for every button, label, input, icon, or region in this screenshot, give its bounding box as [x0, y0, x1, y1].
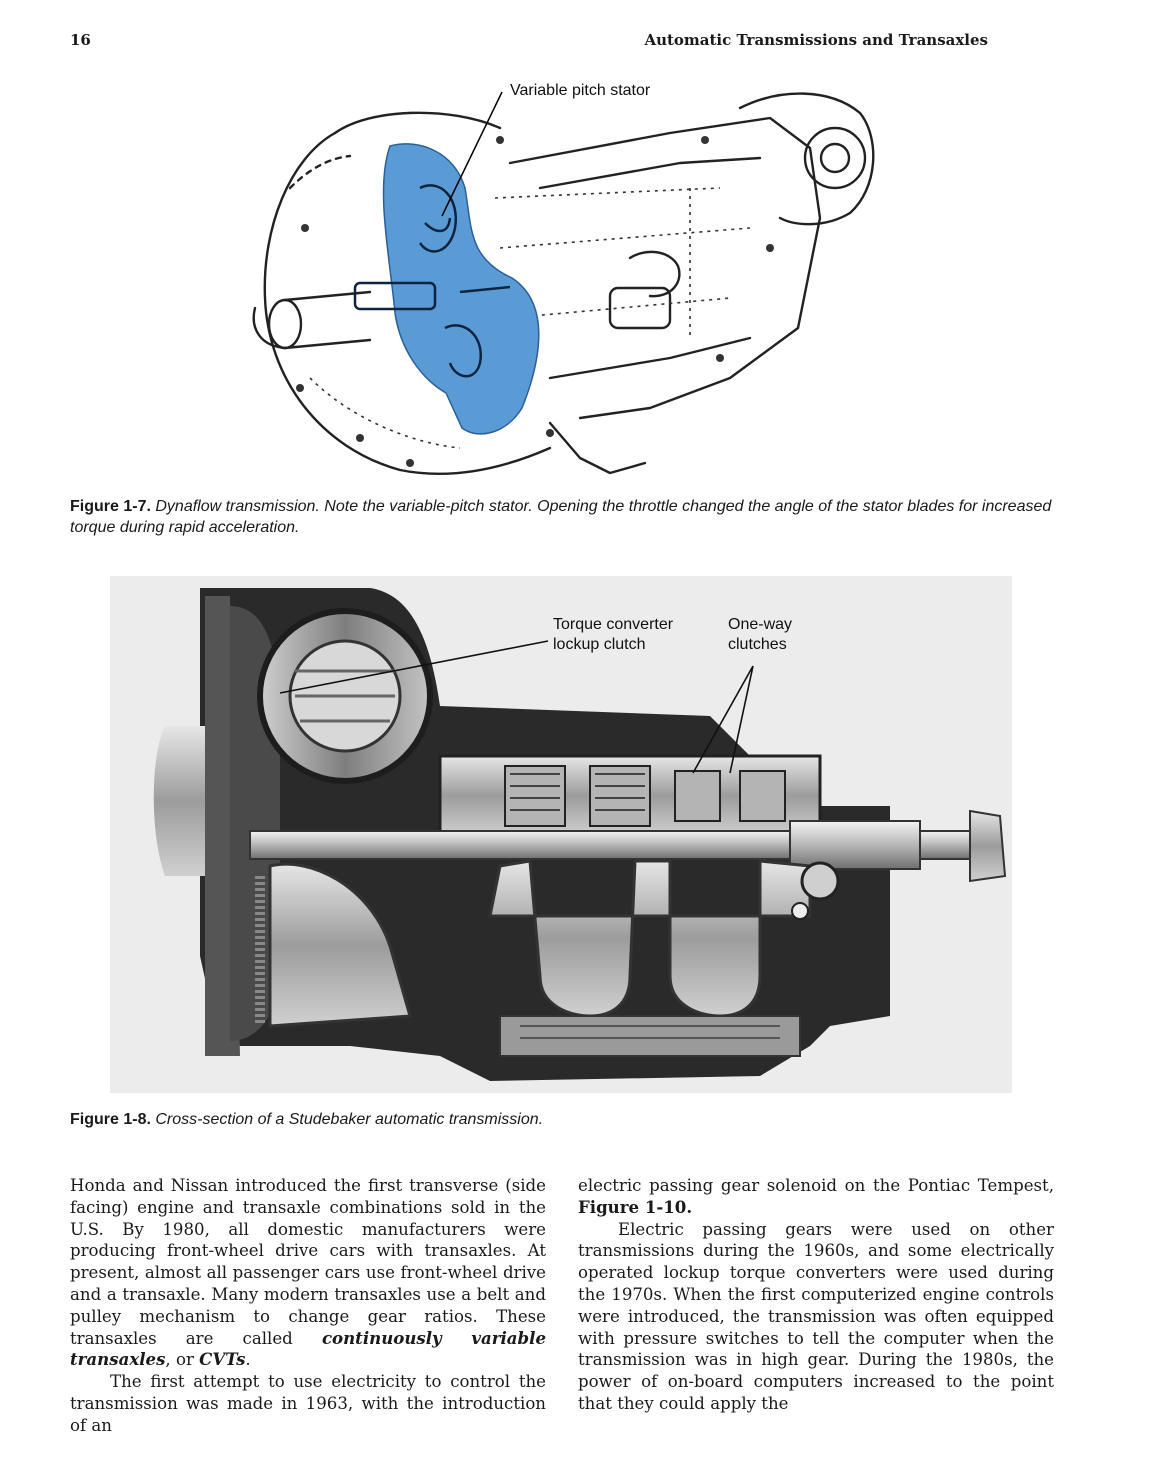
figure-1-10-reference: Figure 1-10.	[578, 1196, 693, 1217]
term-cvts: CVTs	[199, 1349, 246, 1370]
running-head: Automatic Transmissions and Transaxles	[644, 31, 988, 49]
figure-1-8-photo	[110, 576, 1012, 1093]
figure-1-7-caption: Figure 1-7. Dynaflow transmission. Note …	[70, 496, 1055, 538]
paragraph-electric-passing-gears: Electric passing gears were used on othe…	[578, 1219, 1054, 1413]
figure-1-7-label: Figure 1-7.	[70, 498, 151, 515]
paragraph-electric-control: The first attempt to use electricity to …	[70, 1372, 546, 1435]
callout-torque-converter-lockup-clutch: Torque converter lockup clutch	[553, 616, 674, 653]
body-column-left: Honda and Nissan introduced the first tr…	[70, 1175, 546, 1437]
figure-1-7-caption-text: Dynaflow transmission. Note the variable…	[70, 498, 1052, 536]
page-number: 16	[70, 31, 91, 49]
figure-1-7-illustration	[252, 91, 875, 476]
callout-variable-pitch-stator: Variable pitch stator	[510, 82, 651, 99]
paragraph-transaxles: Honda and Nissan introduced the first tr…	[70, 1176, 546, 1370]
term-continuously-variable-transaxles: continuously variable transaxles	[70, 1327, 546, 1370]
figure-1-8-label: Figure 1-8.	[70, 1111, 151, 1128]
figure-1-8-caption-text: Cross-section of a Studebaker automatic …	[155, 1111, 544, 1128]
figure-1-8-caption: Figure 1-8. Cross-section of a Studebake…	[70, 1109, 1055, 1130]
body-column-right: electric passing gear solenoid on the Po…	[578, 1175, 1054, 1415]
callout-one-way-clutches: One-way clutches	[728, 616, 793, 653]
paragraph-passing-gear: electric passing gear solenoid on the Po…	[578, 1176, 1054, 1217]
